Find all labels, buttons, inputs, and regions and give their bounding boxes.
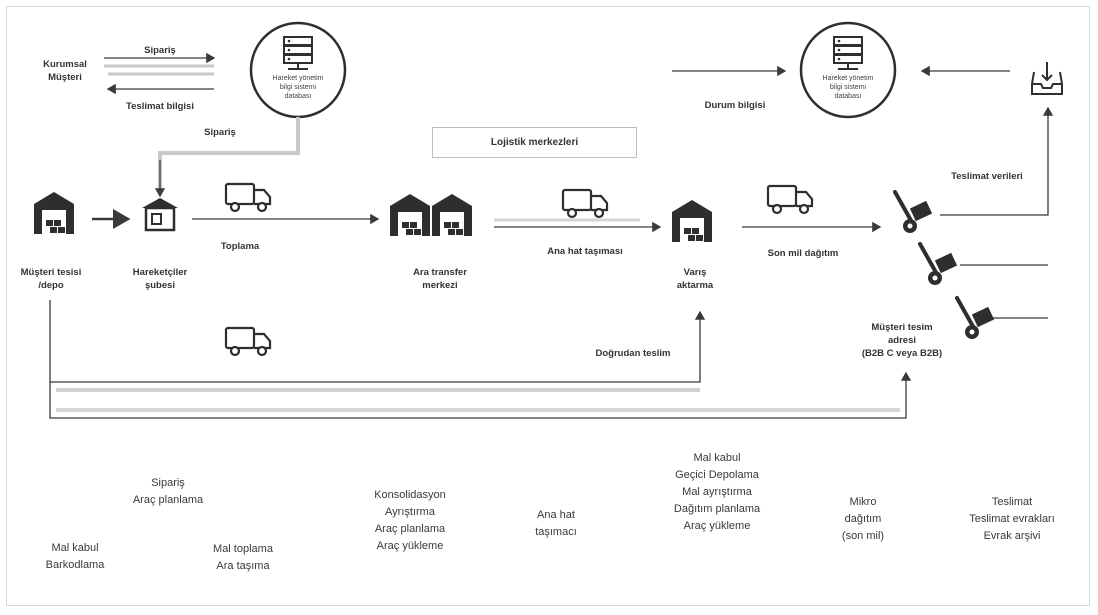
order-label: Sipariş (144, 45, 176, 56)
last-mile-label: Son mil dağıtım (767, 248, 839, 259)
delivery-data-label: Teslimat verileri (951, 171, 1023, 182)
customer-top-label: Kurumsal Müşteri (43, 59, 87, 83)
stage-2b: Mal toplama Ara taşıma (213, 543, 273, 572)
server-database-icon (799, 21, 897, 119)
direct-customer-arrow (49, 371, 912, 419)
delivery-data-arrow (940, 106, 1054, 216)
truck-icon (766, 184, 814, 215)
status-info-label: Durum bilgisi (704, 100, 766, 111)
stage-5: Mal kabul Geçici Depolama Mal ayrıştırma… (673, 452, 761, 532)
truck-icon (561, 188, 609, 219)
warehouse-icon (432, 194, 472, 236)
direct-delivery-label: Doğrudan teslim (595, 348, 671, 359)
inbox-tray-icon (1031, 62, 1063, 95)
transfer-center-label: Ara transfer merkezi (413, 267, 467, 291)
linehaul-label: Ana hat taşıması (547, 246, 623, 257)
stage-2a: Sipariş Araç planlama (132, 477, 204, 506)
diagram-frame (6, 6, 1090, 606)
direct-delivery-arrow (49, 300, 706, 383)
branch-store-icon (142, 198, 178, 232)
stage-4: Ana hat taşımacı (535, 509, 577, 538)
truck-icon (224, 182, 272, 213)
order2-label: Sipariş (204, 127, 236, 138)
warehouse-icon (390, 194, 430, 236)
hand-truck-icon (893, 190, 935, 235)
hand-truck-icon (955, 296, 997, 341)
warehouse-icon (672, 200, 712, 242)
server-database-icon (249, 21, 347, 119)
warehouse-icon (34, 192, 74, 234)
info-system-left-label: Hareket yönetim bilgi sistemi databası (272, 75, 324, 100)
hand-truck-icon (918, 242, 960, 287)
stage-7: Teslimat Teslimat evrakları Evrak arşivi (969, 496, 1055, 542)
truck-icon (224, 326, 272, 357)
stage-3: Konsolidasyon Ayrıştırma Araç planlama A… (374, 489, 446, 552)
stage-1: Mal kabul Barkodlama (45, 542, 105, 571)
delivery-info-label: Teslimat bilgisi (126, 101, 194, 112)
customer-depot-label: Müşteri tesisi /depo (20, 267, 82, 291)
logistics-center-box: Lojistik merkezleri (432, 127, 637, 158)
branch-label: Hareketçiler şubesi (132, 267, 188, 291)
info-system-right-label: Hareket yönetim bilgi sistemi databası (822, 75, 874, 100)
hub-label: Varış aktarma (676, 267, 714, 291)
delivery-address-label: Müşteri tesim adresi (B2B C veya B2B) (861, 322, 943, 359)
stage-6: Mikro dağıtım (son mil) (841, 496, 885, 542)
collection-label: Toplama (220, 241, 260, 252)
